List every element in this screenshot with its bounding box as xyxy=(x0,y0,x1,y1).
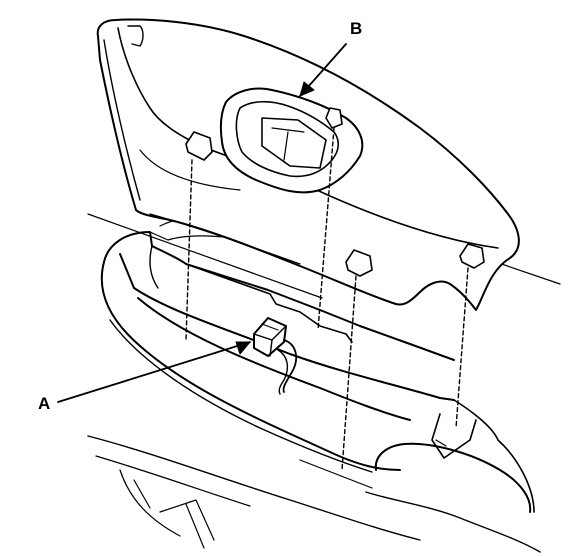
callout-label-a: A xyxy=(38,394,51,413)
clip-middle xyxy=(345,249,373,277)
alignment-lines xyxy=(185,127,469,471)
connector-a xyxy=(253,317,298,395)
leader-arrows xyxy=(57,43,347,403)
clip-left xyxy=(185,131,213,161)
arrow-head-b xyxy=(299,81,315,97)
switch-panel-assembly xyxy=(96,18,520,311)
callout-label-b: B xyxy=(350,19,363,38)
door-armrest-trim xyxy=(87,213,561,553)
clip-top xyxy=(325,107,343,129)
arrow-head-a xyxy=(235,341,251,355)
clip-right xyxy=(459,243,485,269)
